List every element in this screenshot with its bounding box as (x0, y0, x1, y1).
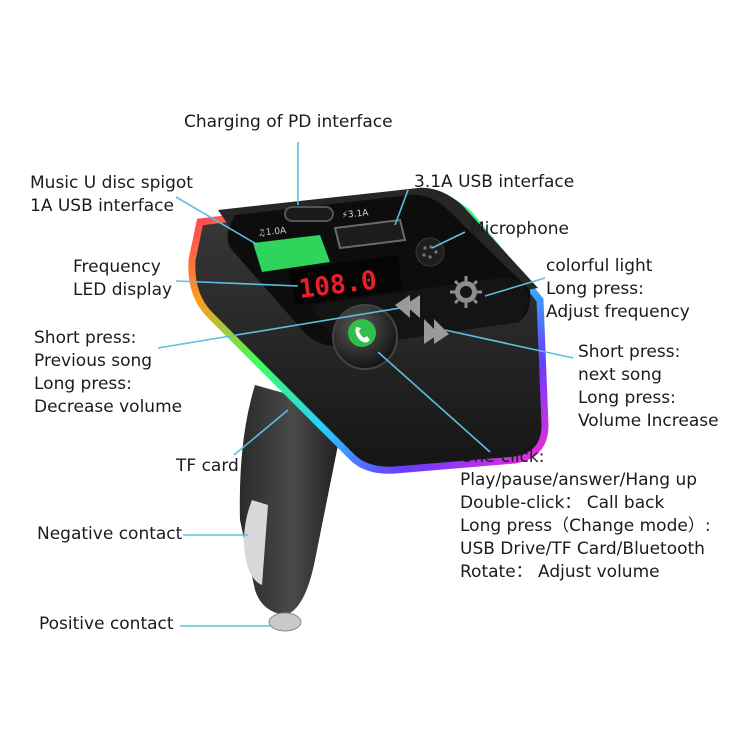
light-button[interactable] (450, 276, 482, 308)
label-tf-card: TF card (176, 456, 239, 476)
leader-tf (233, 409, 289, 456)
leader-light (484, 277, 546, 297)
label-pd-interface: Charging of PD interface (184, 112, 393, 132)
pd-type-c-port (284, 206, 334, 222)
leader-knob (377, 351, 491, 453)
negative-contact-spring (244, 500, 268, 585)
leader-lines (157, 142, 574, 627)
leader-usb31 (394, 189, 409, 226)
label-negative-contact: Negative contact (37, 524, 183, 544)
label-microphone: Microphone (470, 219, 569, 239)
leader-freq (175, 280, 299, 287)
usb-1a-port (253, 235, 330, 272)
multifunction-knob[interactable] (332, 304, 398, 370)
previous-button[interactable] (395, 295, 420, 318)
phone-icon (355, 327, 370, 343)
usb-31a-port (333, 218, 407, 250)
leader-prev (157, 307, 401, 349)
port-left-label: ♫1.0A (257, 226, 287, 239)
positive-contact-tip (268, 612, 302, 632)
label-positive-contact: Positive contact (39, 614, 174, 634)
label-usb-31a: 3.1A USB interface (414, 172, 575, 192)
leader-music (175, 196, 259, 246)
leader-next (444, 329, 574, 359)
microphone-grille (415, 237, 445, 267)
next-button[interactable] (424, 319, 449, 344)
led-display: 108.0 (288, 255, 402, 305)
plug-shaft (239, 385, 345, 632)
leader-mic (431, 231, 466, 249)
port-right-label: ⚡3.1A (341, 208, 370, 221)
